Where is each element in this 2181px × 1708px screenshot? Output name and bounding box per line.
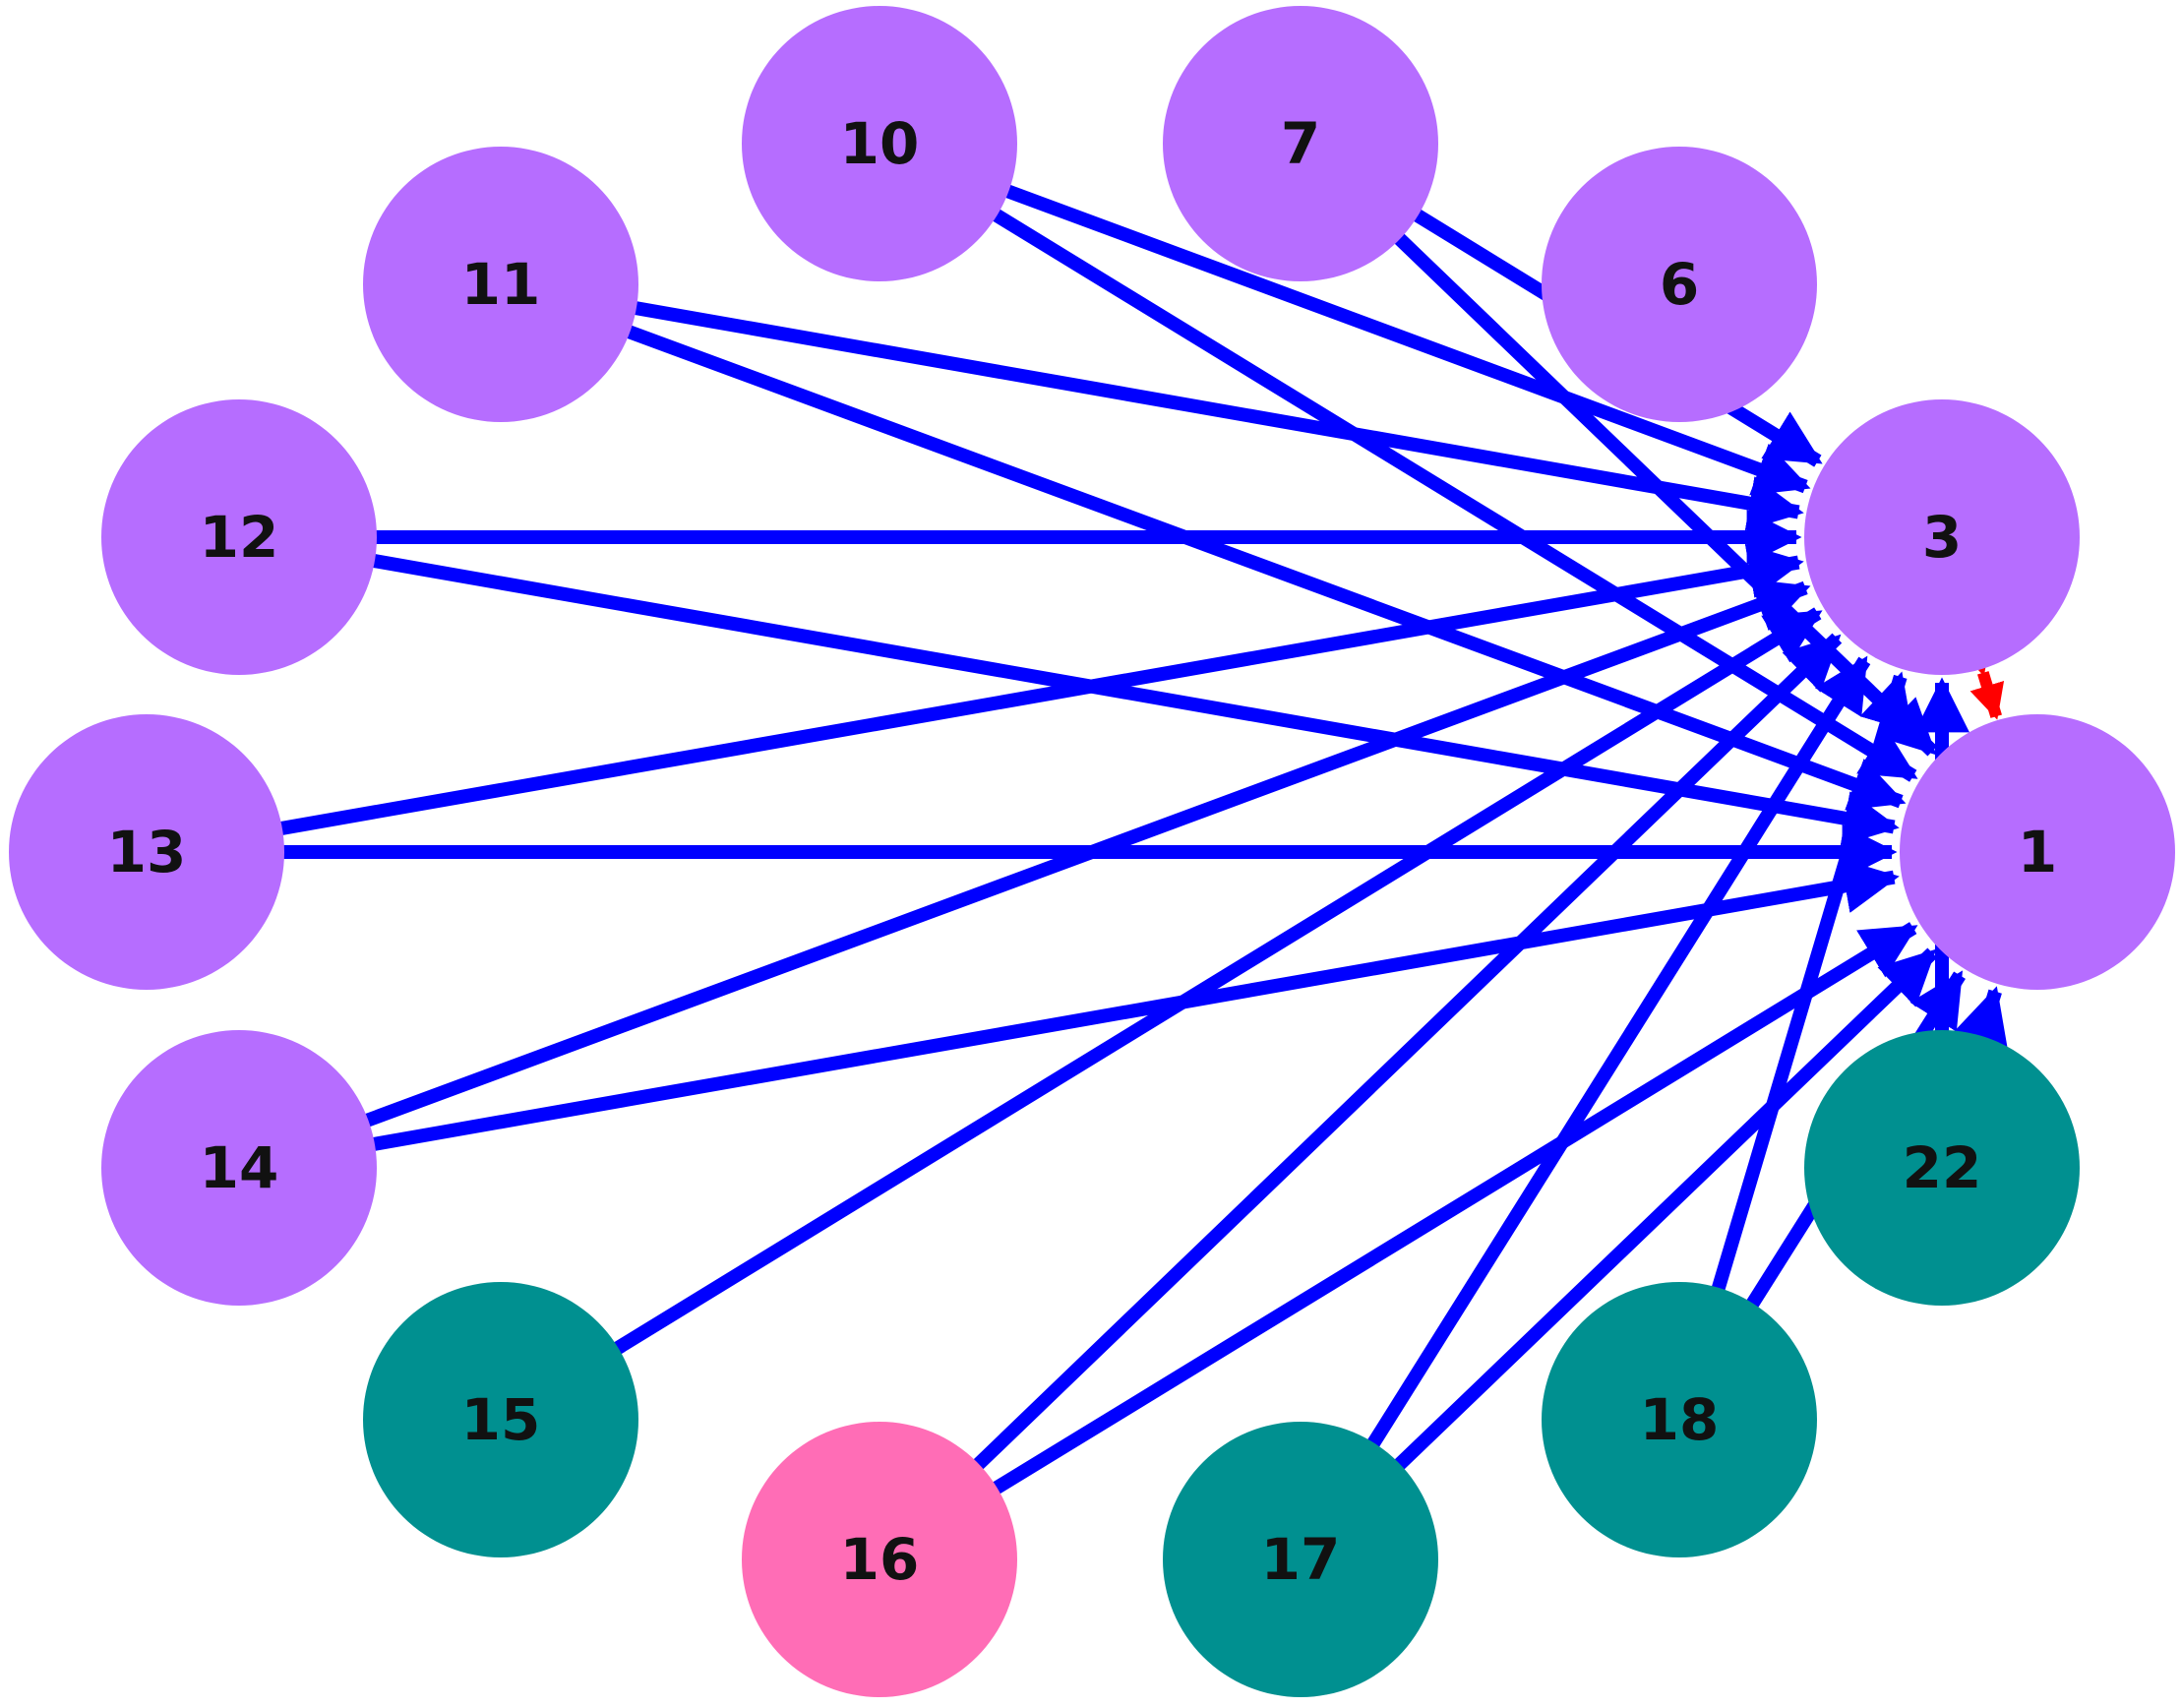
- node-1: 1: [1900, 714, 2175, 990]
- edge-17-to-1: [1387, 947, 1938, 1477]
- edge-12-to-1: [363, 552, 1900, 846]
- node-11: 11: [363, 147, 638, 422]
- edges-layer: [271, 181, 2008, 1499]
- node-label-7: 7: [1281, 110, 1320, 177]
- edge-10-to-3: [997, 181, 1811, 496]
- node-circle-10: [742, 6, 1017, 281]
- node-label-13: 13: [107, 819, 187, 885]
- node-label-18: 18: [1640, 1386, 1720, 1453]
- node-label-15: 15: [461, 1386, 541, 1453]
- node-10: 10: [742, 6, 1017, 281]
- node-circle-13: [9, 714, 284, 990]
- node-label-11: 11: [461, 251, 541, 318]
- node-circle-12: [101, 399, 377, 675]
- edge-14-to-3: [356, 579, 1811, 1130]
- node-circle-7: [1163, 6, 1438, 281]
- edge-16-to-3: [966, 633, 1843, 1476]
- edge-17-to-3: [1363, 655, 1871, 1455]
- node-circle-14: [101, 1030, 377, 1306]
- node-7: 7: [1163, 6, 1438, 281]
- node-22: 22: [1804, 1030, 2080, 1306]
- node-circle-17: [1163, 1422, 1438, 1697]
- node-16: 16: [742, 1422, 1017, 1697]
- special-edge-3-1: [1957, 637, 2005, 720]
- edge-10-to-1: [985, 204, 1918, 782]
- node-12: 12: [101, 399, 377, 675]
- node-label-12: 12: [200, 504, 279, 571]
- node-circle-6: [1542, 147, 1817, 422]
- node-15: 15: [363, 1282, 638, 1557]
- edge-11-to-3: [625, 299, 1804, 531]
- nodes-layer: 10 7 11 6 12 3 13 1 14 22 15 18 16 17: [9, 6, 2175, 1697]
- node-17: 17: [1163, 1422, 1438, 1697]
- node-circle-16: [742, 1422, 1017, 1697]
- edge-16-to-1: [985, 922, 1918, 1499]
- node-label-17: 17: [1261, 1526, 1341, 1593]
- node-label-3: 3: [1922, 504, 1962, 571]
- node-14: 14: [101, 1030, 377, 1306]
- edge-11-to-1: [618, 322, 1907, 811]
- edge-15-to-3: [606, 607, 1823, 1360]
- node-circle-15: [363, 1282, 638, 1557]
- edge-13-to-3: [271, 543, 1804, 837]
- edge-14-to-1: [363, 858, 1900, 1153]
- node-label-1: 1: [2018, 819, 2057, 885]
- node-label-6: 6: [1660, 251, 1699, 318]
- node-circle-18: [1542, 1282, 1817, 1557]
- node-13: 13: [9, 714, 284, 990]
- node-6: 6: [1542, 147, 1817, 422]
- node-circle-11: [363, 147, 638, 422]
- node-circle-1: [1900, 714, 2175, 990]
- edge-18-to-3: [1709, 671, 1913, 1300]
- node-circle-3: [1804, 399, 2080, 675]
- node-label-16: 16: [840, 1526, 920, 1593]
- node-label-14: 14: [200, 1134, 279, 1201]
- node-3: 3: [1804, 399, 2080, 675]
- node-circle-22: [1804, 1030, 2080, 1306]
- node-label-10: 10: [840, 110, 920, 177]
- node-18: 18: [1542, 1282, 1817, 1557]
- node-label-22: 22: [1903, 1134, 1982, 1201]
